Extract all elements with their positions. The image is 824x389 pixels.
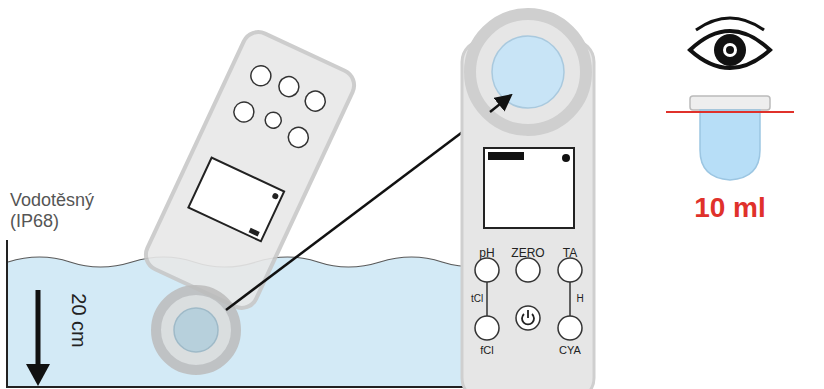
cuvette: [666, 96, 794, 180]
screen-bar: [488, 152, 524, 160]
button-label: CYA: [559, 344, 581, 357]
button-label: H: [576, 293, 583, 305]
depth-label: 20 cm: [67, 293, 90, 347]
button: [516, 258, 540, 282]
pointer-arrow-tip: [490, 96, 510, 112]
volume-label: 10 ml: [694, 192, 766, 224]
button-label: ZERO: [511, 247, 544, 261]
tilted-device: [141, 27, 360, 313]
eye-icon: [690, 18, 770, 68]
device-screen: [484, 148, 574, 228]
button-label: TA: [563, 247, 577, 261]
device-top-ring: [470, 14, 586, 130]
button: [558, 316, 582, 340]
button-label: pH: [479, 247, 494, 261]
button: [475, 316, 499, 340]
window-ring: [156, 290, 236, 370]
power-icon: [527, 310, 529, 318]
button-label: tCl: [471, 293, 483, 305]
note-text: Vodotěsný (IP68): [10, 190, 130, 231]
depth-arrow: [36, 290, 41, 370]
button: [516, 306, 540, 330]
device-window: [492, 36, 564, 108]
button-link: [569, 282, 571, 316]
sample-window: [174, 308, 218, 352]
button-label: fCl: [480, 344, 493, 357]
button: [475, 258, 499, 282]
screen-dot: [562, 154, 570, 162]
button: [558, 258, 582, 282]
depth-arrowhead: [26, 364, 50, 386]
button-link: [486, 282, 488, 316]
